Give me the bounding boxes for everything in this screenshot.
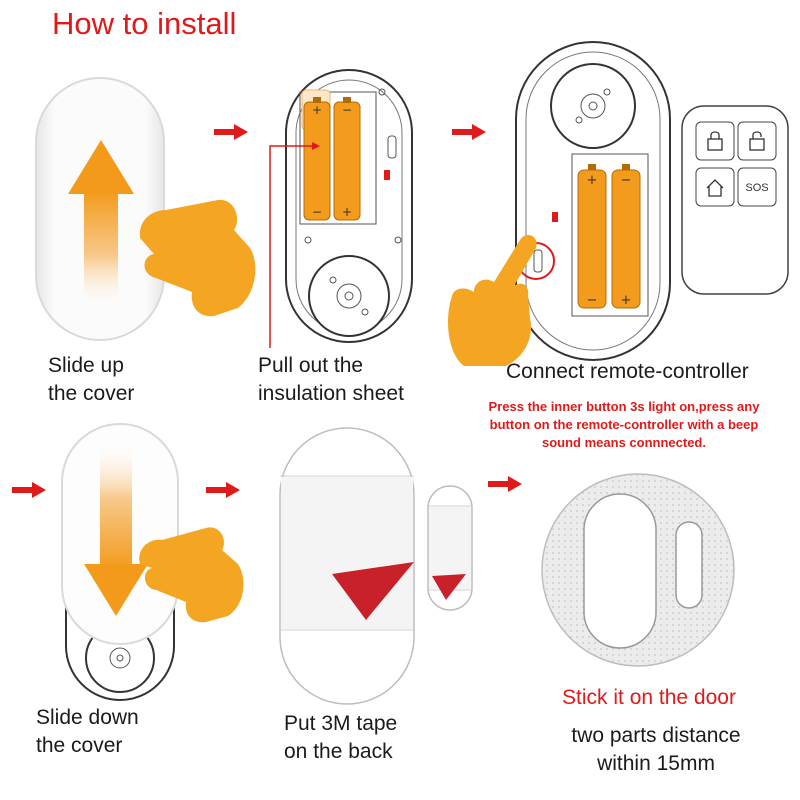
caption-line: the cover [36,734,123,757]
remote-button-sos [737,167,777,207]
step4-illustration [56,420,276,710]
step4-svg [61,423,244,701]
sos-label: SOS [745,182,768,194]
led-indicator [552,212,558,222]
page-title: How to install [52,6,237,41]
step2-svg: + − − + [269,69,413,348]
red-arrow-right-icon [12,482,46,498]
step4-caption: Slide down the cover [36,704,139,760]
step5-illustration [274,424,494,714]
caption-line: two parts distance [571,724,741,747]
hand-icon [139,527,244,623]
step6-svg [541,473,735,667]
pointer-line [269,145,312,348]
remote-controller: SOS [680,104,792,298]
battery-icon [611,164,641,309]
battery-plus: + [587,173,598,188]
step6-heading: Stick it on the door [562,686,736,709]
remote-button-home [695,167,735,207]
step6-caption: two parts distance within 15mm [558,722,754,778]
step1-svg [35,77,256,341]
lock-icon [707,131,723,151]
battery-icon [577,164,607,309]
battery-plus: + [342,205,352,219]
triangle-marker-icon [432,574,466,600]
buzzer-icon [308,255,390,337]
step1-illustration [28,70,268,350]
step2-illustration: + − − + [262,66,432,356]
caption-line: Pull out the [258,354,364,377]
step3-svg: + − − + [448,41,671,366]
sensor-large-mounted [583,493,657,649]
red-arrow-right-icon [488,476,522,492]
arrow-up-icon [68,140,134,310]
red-arrow-right-icon [452,124,486,140]
battery-minus: − [621,173,632,188]
arrow-down-icon [84,440,148,616]
unlock-icon [749,131,765,151]
caption-line: insulation sheet [258,382,404,405]
home-icon [706,179,724,197]
caption-line: Connect remote-controller [506,360,749,383]
caption-line: Put 3M tape [284,712,398,735]
note-line: button on the remote-controller with a b… [489,417,759,432]
step1-caption: Slide up the cover [48,352,134,408]
step5-caption: Put 3M tape on the back [284,710,397,766]
step3-note: Press the inner button 3s light on,press… [458,398,790,452]
battery-icon [333,97,361,221]
sensor-small-mounted [675,521,703,609]
hand-icon [448,234,537,366]
step3-device: + − − + [434,36,674,366]
battery-plus: + [621,293,632,308]
battery-plus: + [312,103,322,117]
battery-minus: − [587,293,598,308]
caption-line: on the back [284,740,393,763]
step2-caption: Pull out the insulation sheet [258,352,404,408]
caption-line: Slide up [48,354,124,377]
triangle-marker-icon [332,562,414,620]
battery-minus: − [312,205,322,219]
battery-icon [303,97,331,221]
step6-illustration [526,466,752,667]
red-arrow-right-icon [206,482,240,498]
step3-caption: Connect remote-controller [506,358,749,386]
caption-line: the cover [48,382,135,405]
led-indicator [384,170,390,180]
hand-icon [139,199,256,317]
caption-line: within 15mm [597,752,715,775]
note-line: Press the inner button 3s light on,press… [488,399,760,414]
caption-line: Slide down [36,706,139,729]
red-arrow-right-icon [214,124,248,140]
note-line: sound means connnected. [542,435,706,450]
step5-svg [279,427,473,705]
battery-minus: − [342,103,352,117]
remote-svg: SOS [681,105,789,295]
tape-3m [281,477,413,629]
buzzer-icon [550,63,636,149]
